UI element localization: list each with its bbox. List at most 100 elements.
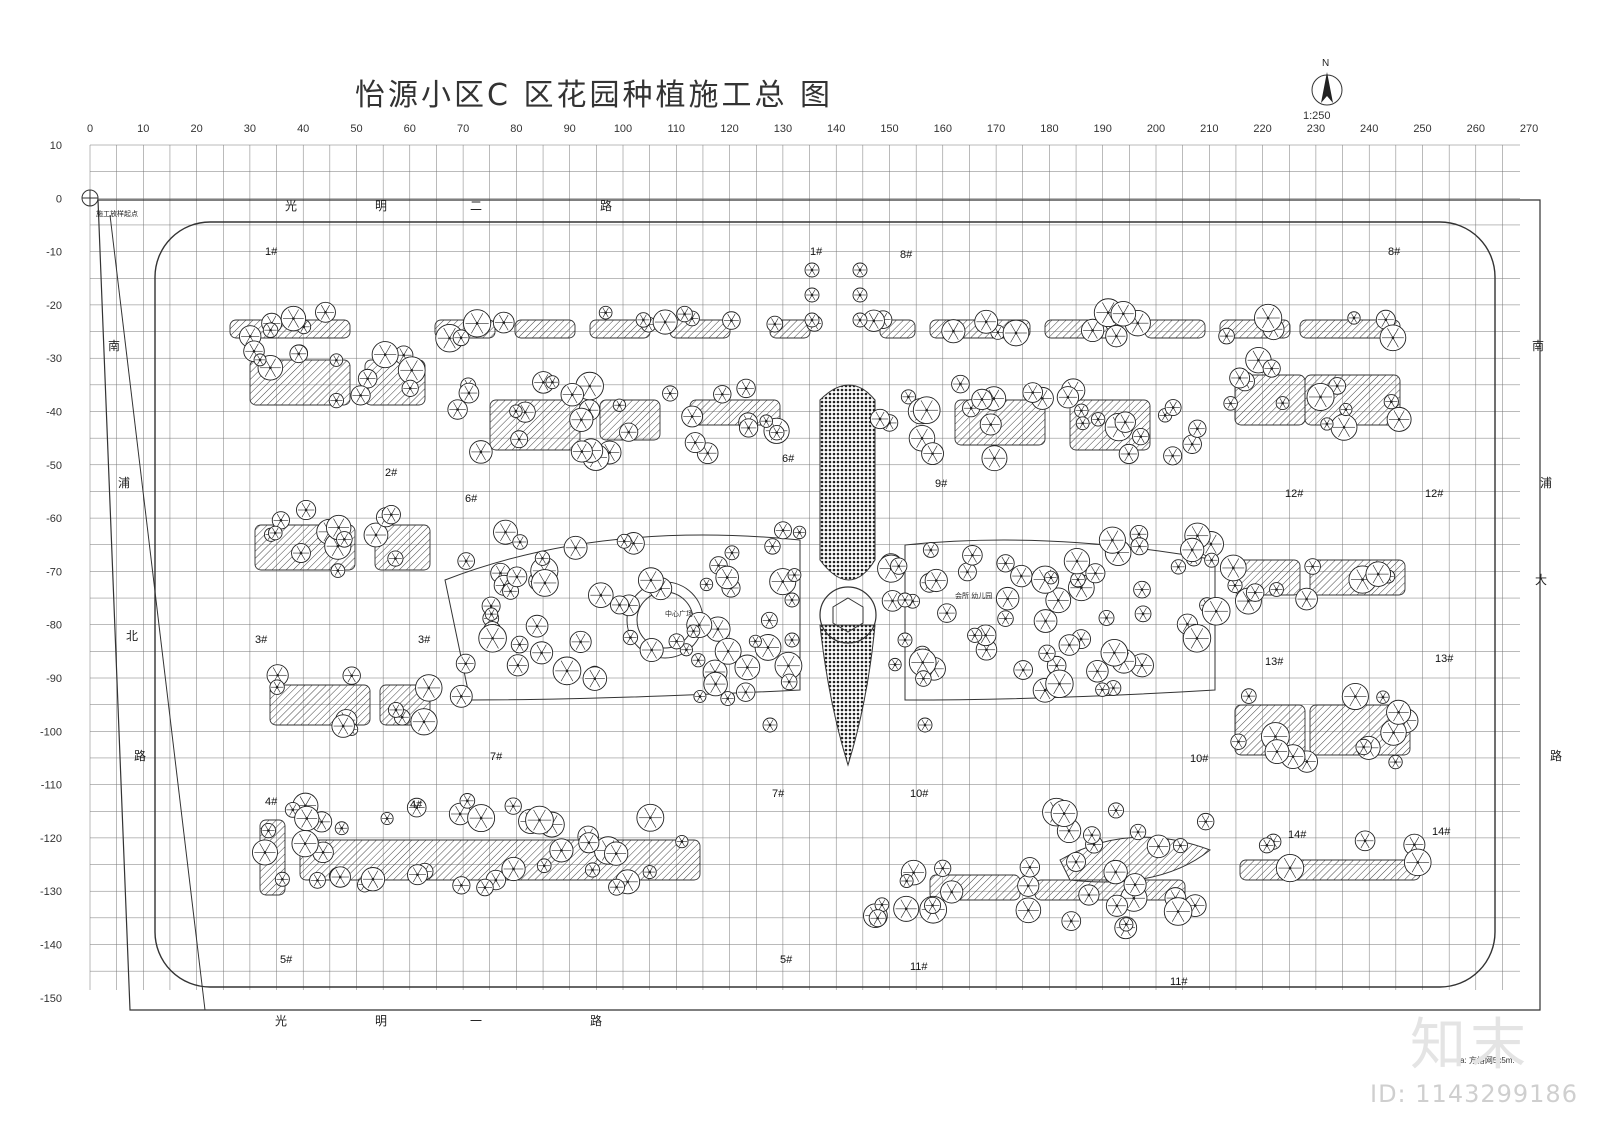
tree-symbol [1180, 537, 1205, 563]
tree-symbol [360, 867, 386, 892]
tree-symbol [1130, 537, 1149, 556]
tree-symbol [1295, 587, 1318, 611]
x-tick-label: 10 [137, 123, 149, 135]
building-number-label: 7# [490, 751, 503, 763]
x-tick-label: 20 [190, 123, 202, 135]
tree-symbol [447, 399, 468, 420]
tree-symbol [598, 305, 613, 320]
building-number-label: 12# [1425, 488, 1444, 500]
building-number-label: 14# [1288, 829, 1307, 841]
tree-symbol [1339, 402, 1353, 417]
tree-symbol [457, 552, 475, 570]
tree-symbol [1188, 419, 1207, 438]
road-name-char: 大 [1535, 573, 1547, 587]
tree-symbol [957, 562, 977, 582]
y-tick-label: -80 [46, 620, 62, 632]
tree-symbol [637, 567, 664, 594]
tree-symbol [334, 821, 349, 836]
tree-symbol [478, 624, 507, 653]
tree-symbol [769, 425, 785, 441]
tree-symbol [506, 654, 529, 677]
road-edge [97, 199, 1541, 1011]
y-axis-ticks: 100-10-20-30-40-50-60-70-80-90-100-110-1… [40, 140, 62, 1005]
tree-symbol [336, 531, 353, 548]
tree-symbol [636, 803, 665, 832]
tree-symbol [467, 804, 496, 833]
tree-symbol [1050, 800, 1078, 828]
tree-symbol [525, 614, 549, 638]
tree-symbol [1218, 327, 1235, 345]
tree-symbol [1095, 682, 1110, 697]
tree-symbol [268, 525, 283, 541]
tree-symbol [967, 627, 983, 643]
tree-symbol [387, 701, 404, 718]
tree-symbol [715, 565, 739, 590]
tree-symbol [294, 805, 320, 832]
tree-symbol [1354, 830, 1376, 852]
tree-symbol [635, 312, 652, 328]
tree-symbol [1375, 309, 1396, 330]
tree-symbol [722, 311, 741, 330]
central-planting-axis [819, 384, 876, 581]
tree-symbol [862, 309, 885, 332]
tree-symbol [940, 880, 964, 904]
tree-symbol [941, 319, 966, 344]
x-tick-label: 30 [244, 123, 256, 135]
site-outline [81, 72, 1541, 1011]
tree-symbol [1304, 558, 1321, 575]
tree-symbol [676, 305, 693, 323]
y-tick-label: -130 [40, 886, 62, 898]
tree-symbol [1086, 659, 1109, 683]
planting-bed [1034, 879, 1186, 901]
tree-symbol [1355, 738, 1372, 756]
road-name-char: 浦 [118, 476, 130, 490]
x-tick-label: 90 [564, 123, 576, 135]
tree-symbol [363, 522, 389, 548]
tree-symbol [452, 876, 471, 895]
x-tick-label: 190 [1094, 123, 1112, 135]
tree-symbol [780, 673, 798, 691]
tree-symbol [1070, 571, 1086, 588]
x-tick-label: 120 [720, 123, 738, 135]
tree-symbol [584, 862, 601, 878]
tree-symbol [531, 569, 559, 597]
y-tick-label: 10 [50, 140, 62, 152]
north-arrow [1321, 72, 1333, 103]
road-name-char: 明 [375, 199, 387, 213]
central-planting-axis [819, 624, 876, 767]
tree-symbol [1074, 403, 1089, 418]
tree-symbol [1386, 699, 1412, 725]
tree-symbol [380, 811, 394, 825]
tree-symbol [996, 554, 1015, 573]
tree-symbol [937, 603, 957, 623]
tree-symbol [381, 505, 401, 525]
tree-symbol [266, 664, 289, 687]
tree-symbol [350, 385, 371, 406]
planting-bed [489, 399, 581, 451]
x-tick-label: 150 [880, 123, 898, 135]
x-tick-label: 110 [668, 123, 686, 135]
tree-symbol [1002, 319, 1030, 347]
tree-symbol [455, 653, 476, 674]
tree-symbol [784, 592, 800, 608]
tree-symbol [619, 422, 639, 442]
tree-symbol [852, 287, 868, 303]
tree-symbol [342, 666, 361, 685]
tree-symbol [662, 385, 679, 402]
building-number-label: 5# [280, 954, 293, 966]
tree-symbol [1063, 547, 1091, 575]
road-name-char: 南 [1532, 338, 1544, 353]
tree-symbol [407, 864, 428, 886]
tree-symbol [1045, 669, 1074, 698]
tree-symbol [764, 538, 781, 555]
tree-symbol [560, 383, 584, 407]
tree-symbol [458, 382, 480, 404]
tree-symbol [1230, 733, 1247, 750]
tree-symbol [536, 858, 552, 874]
tree-symbol [1019, 857, 1041, 878]
planting-bed [1144, 319, 1206, 339]
y-tick-label: 0 [56, 193, 62, 205]
tree-symbol [1015, 897, 1042, 924]
north-label: N [1322, 58, 1330, 69]
road-name-char: 明 [375, 1014, 387, 1028]
